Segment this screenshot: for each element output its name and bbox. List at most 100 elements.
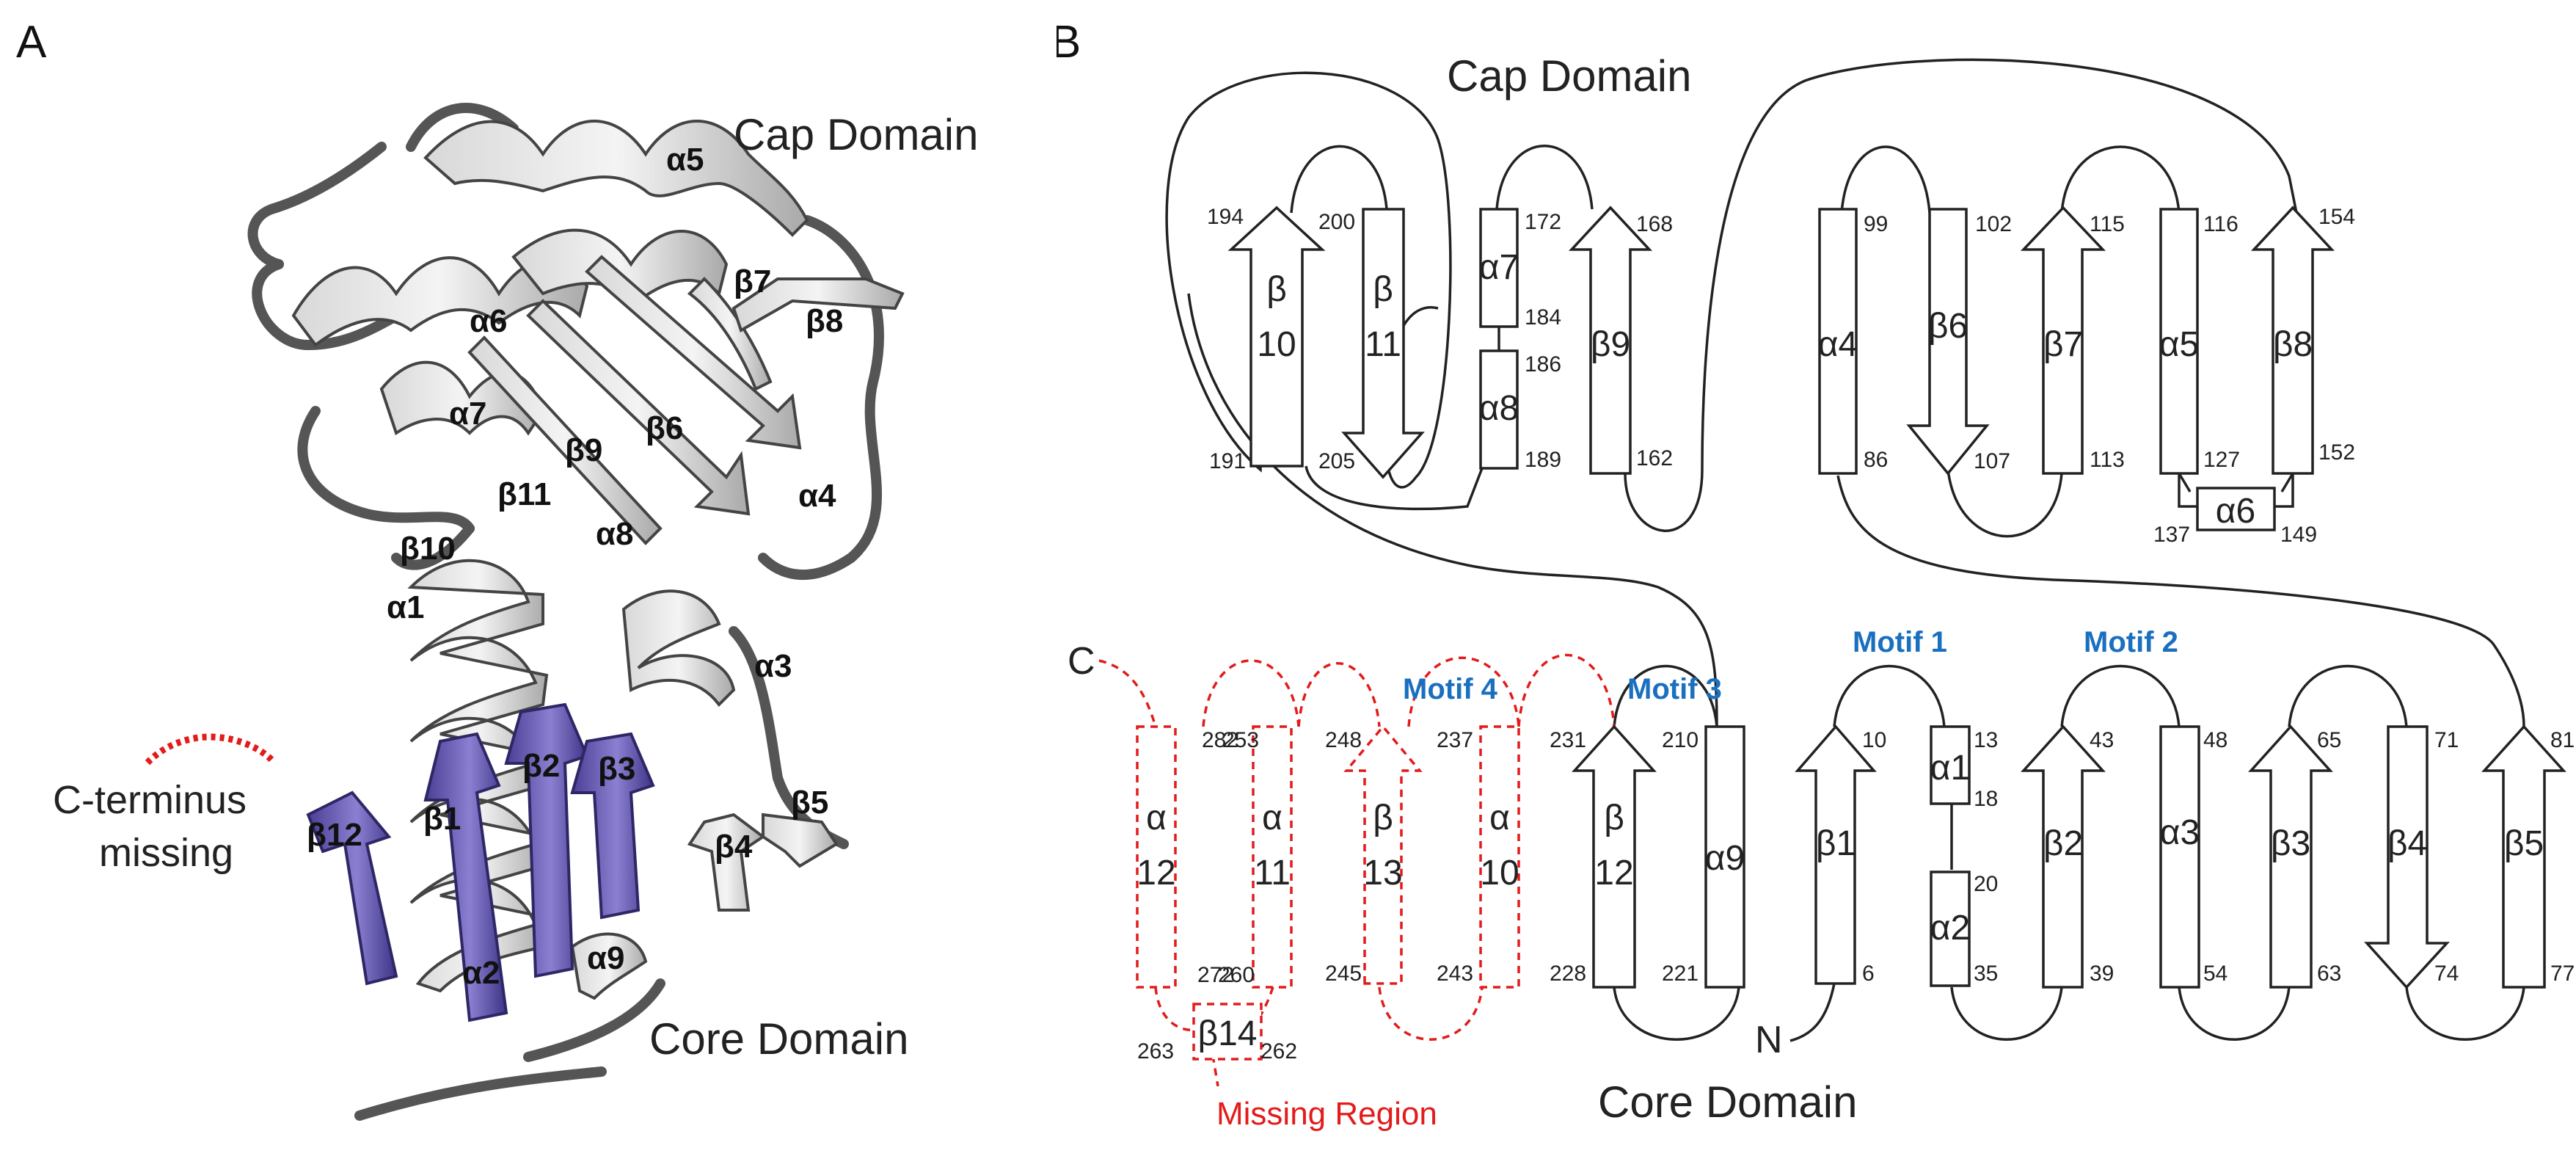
- panel-letter-a: A: [16, 17, 47, 68]
- alpha2-box: [1930, 870, 1971, 987]
- motif-labels: Motif 1 Motif 2 Motif 3 Motif 4: [1403, 626, 2178, 705]
- lbl-b1: β1: [1816, 824, 1856, 863]
- lbl-b10a: β: [1266, 270, 1287, 309]
- lbl-a10b: 10: [1480, 854, 1519, 893]
- alpha4-box: [1818, 208, 1858, 475]
- num-272: 272: [1197, 963, 1234, 987]
- label-b12: β12: [307, 817, 362, 853]
- beta4-arrow: [2364, 725, 2450, 989]
- label-b2: β2: [522, 748, 560, 784]
- beta14-box: [1192, 1003, 1263, 1061]
- num-113: 113: [2090, 448, 2125, 472]
- topology-loops: [1165, 58, 2525, 1042]
- num-99: 99: [1864, 212, 1888, 236]
- num-154: 154: [2318, 205, 2355, 229]
- alpha7-box: [1479, 208, 1519, 328]
- missing-elements: [1136, 724, 1520, 1061]
- num-13: 13: [1974, 728, 1998, 752]
- num-107: 107: [1974, 449, 2010, 473]
- label-a9: α9: [587, 940, 625, 976]
- num-39: 39: [2090, 961, 2114, 986]
- panel-b-cap-domain: Cap Domain: [1447, 51, 1692, 101]
- lbl-a1: α1: [1930, 749, 1970, 788]
- beta5-arrow: [2481, 724, 2566, 989]
- num-102: 102: [1975, 212, 2012, 236]
- alpha3-box: [2159, 725, 2200, 989]
- num-127: 127: [2203, 448, 2240, 472]
- label-b6: β6: [646, 410, 683, 446]
- lbl-a7: α7: [1479, 248, 1519, 287]
- panel-letter-b: B: [1057, 17, 1081, 68]
- lbl-a2: α2: [1930, 909, 1970, 948]
- num-210: 210: [1662, 728, 1699, 752]
- num-237: 237: [1437, 728, 1473, 752]
- label-b9: β9: [565, 432, 602, 468]
- lbl-b2: β2: [2043, 824, 2083, 863]
- lbl-b8: β8: [2273, 325, 2313, 364]
- lbl-a8: α8: [1479, 389, 1519, 428]
- lbl-b6: β6: [1928, 307, 1968, 346]
- num-35: 35: [1974, 961, 1998, 986]
- lbl-b9: β9: [1591, 325, 1630, 364]
- panel-a-cap-domain: Cap Domain: [734, 110, 979, 159]
- num-168: 168: [1636, 212, 1673, 236]
- ribbon-labels: α5 α6 α7 β7 β8 β9 β6 α4 β11 β10 α8 α1 α3…: [307, 142, 843, 991]
- label-a2: α2: [462, 955, 500, 991]
- num-231: 231: [1550, 728, 1586, 752]
- panel-a: A: [0, 0, 1057, 1152]
- panel-b: B Cap Domain Core Domain: [1051, 0, 2576, 1152]
- lbl-a10a: α: [1489, 799, 1510, 837]
- lbl-b5: β5: [2504, 824, 2544, 863]
- num-228: 228: [1550, 961, 1586, 986]
- label-a8: α8: [596, 516, 634, 552]
- num-152: 152: [2318, 440, 2355, 465]
- beta11-arrow: [1341, 208, 1425, 479]
- num-260: 260: [1218, 963, 1255, 987]
- num-115: 115: [2090, 212, 2125, 236]
- lbl-b12a: β: [1604, 799, 1624, 837]
- num-43: 43: [2090, 728, 2114, 752]
- c-terminus-dash: [144, 733, 274, 766]
- lbl-a9: α9: [1705, 839, 1745, 878]
- lbl-a6: α6: [2216, 492, 2255, 531]
- core-sheets: [306, 702, 655, 1022]
- lbl-b13a: β: [1373, 799, 1393, 837]
- beta1-arrow: [1795, 724, 1877, 985]
- num-65: 65: [2317, 728, 2341, 752]
- motif-3: Motif 3: [1627, 673, 1722, 705]
- num-77: 77: [2550, 961, 2575, 986]
- beta13-arrow: [1343, 724, 1423, 985]
- beta10-arrow: [1227, 206, 1326, 468]
- lbl-b13b: 13: [1363, 854, 1402, 893]
- num-194: 194: [1207, 205, 1244, 229]
- num-263: 263: [1137, 1039, 1174, 1064]
- beta12-arrow: [1572, 724, 1657, 989]
- num-243: 243: [1437, 961, 1473, 986]
- label-a5: α5: [666, 142, 704, 178]
- cap-helices: [291, 120, 809, 436]
- num-248: 248: [1325, 728, 1362, 752]
- lbl-b4: β4: [2387, 824, 2427, 863]
- lbl-a5: α5: [2159, 325, 2199, 364]
- num-48: 48: [2203, 728, 2227, 752]
- n-terminal-label: N: [1755, 1019, 1783, 1061]
- beta3-arrow: [2248, 724, 2333, 989]
- c-terminal-label: C: [1068, 640, 1095, 683]
- label-b11: β11: [497, 476, 551, 512]
- num-184: 184: [1525, 305, 1561, 330]
- num-81: 81: [2550, 728, 2575, 752]
- cap-loops: [247, 103, 884, 1121]
- alpha11-box: [1252, 725, 1293, 989]
- num-10: 10: [1862, 728, 1886, 752]
- lbl-b14: β14: [1198, 1014, 1258, 1053]
- num-86: 86: [1864, 448, 1888, 472]
- c-terminus-label-1: C-terminus: [53, 778, 247, 822]
- alpha12-box: [1136, 725, 1177, 989]
- cap-sheets: [467, 255, 905, 545]
- residue-numbers: 194 191 200 205 172 184 186 189 168 162 …: [1137, 205, 2575, 1064]
- core-elements: [1572, 724, 2566, 989]
- lbl-b11b: 11: [1365, 325, 1401, 364]
- num-54: 54: [2203, 961, 2227, 986]
- num-18: 18: [1974, 787, 1998, 811]
- alpha10-box: [1479, 725, 1520, 989]
